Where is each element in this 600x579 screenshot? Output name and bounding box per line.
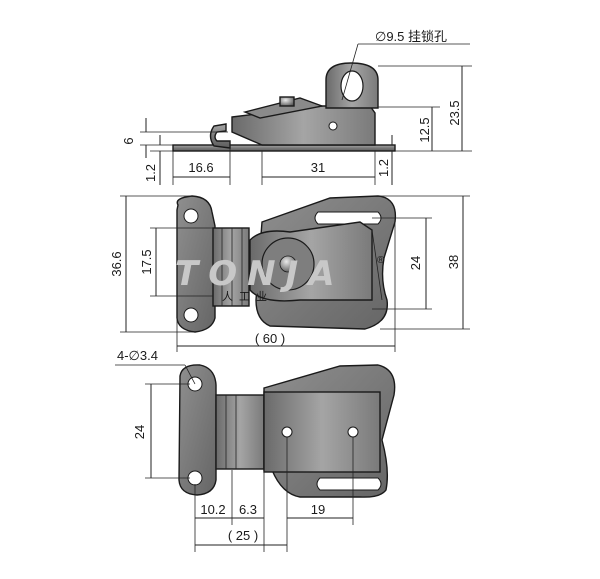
front-dimensions: 36.6 17.5 24 38 ( 60 ) — [109, 195, 470, 352]
dim-12-5: 12.5 — [417, 117, 432, 142]
dim-25: ( 25 ) — [228, 528, 258, 543]
front-knob — [279, 255, 297, 273]
dim-38: 38 — [446, 255, 461, 269]
watermark-cn: 人工业 — [222, 290, 273, 303]
side-view — [172, 62, 396, 152]
dim-31: 31 — [311, 160, 325, 175]
dim-6: 6 — [121, 137, 136, 144]
dim-24-front: 24 — [408, 256, 423, 270]
side-padlock-hole — [340, 70, 364, 102]
bottom-body — [263, 391, 381, 473]
dim-24-bottom: 24 — [132, 425, 147, 439]
dim-lock-hole: ∅9.5 挂锁孔 — [375, 29, 447, 44]
bottom-hole-bottom — [187, 470, 203, 486]
dim-1-2-left: 1.2 — [143, 164, 158, 182]
bottom-hinge — [215, 394, 265, 470]
front-left-hole-top — [183, 208, 199, 224]
front-hinge — [212, 227, 250, 307]
watermark-registered: ® — [377, 255, 385, 266]
bottom-rivet-left — [281, 426, 293, 438]
bottom-dimensions: 4-∅3.4 24 10.2 6.3 19 ( 25 ) — [115, 348, 354, 552]
dim-6-3: 6.3 — [239, 502, 257, 517]
side-hook — [209, 123, 231, 149]
dim-1-2-right: 1.2 — [376, 159, 391, 177]
watermark: TONJA ® 人工业 — [175, 254, 385, 303]
dim-16-6: 16.6 — [188, 160, 213, 175]
front-left-hole-bottom — [183, 307, 199, 323]
bottom-slot — [316, 477, 382, 491]
dim-36-6: 36.6 — [109, 251, 124, 276]
dim-23-5: 23.5 — [447, 100, 462, 125]
side-rivet — [328, 121, 338, 131]
dim-17-5: 17.5 — [139, 249, 154, 274]
side-knob — [279, 96, 295, 107]
dim-19: 19 — [311, 502, 325, 517]
side-dimensions: ∅9.5 挂锁孔 23.5 12.5 6 1.2 16.6 31 1.2 — [121, 29, 472, 185]
watermark-brand: TONJA — [175, 254, 345, 294]
side-base-plate — [172, 144, 396, 152]
dim-10-2: 10.2 — [200, 502, 225, 517]
front-left-plate — [176, 195, 216, 333]
dim-holes: 4-∅3.4 — [117, 348, 158, 363]
dim-60: ( 60 ) — [255, 331, 285, 346]
front-view — [176, 195, 397, 333]
bottom-view — [178, 364, 396, 498]
front-slot — [314, 211, 382, 225]
bottom-rivet-right — [347, 426, 359, 438]
bottom-left-plate — [178, 364, 217, 496]
